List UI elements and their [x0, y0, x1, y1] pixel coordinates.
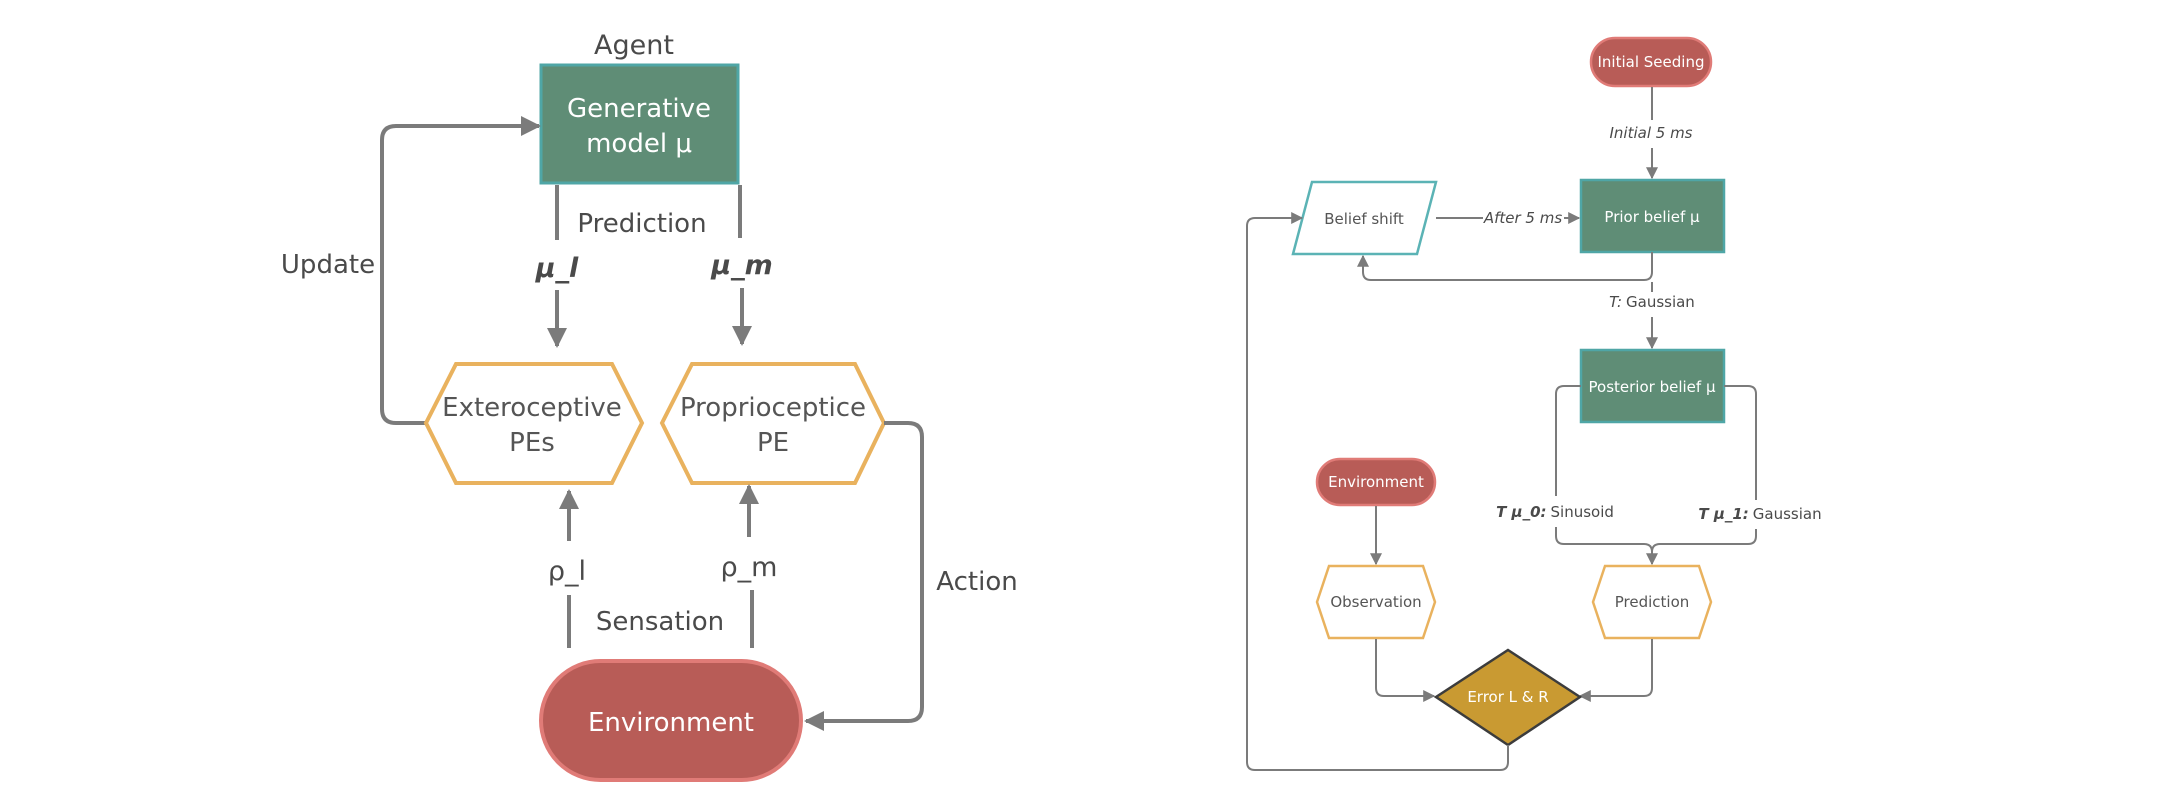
posterior-belief-label: Posterior belief μ [1589, 378, 1716, 396]
environment-node-left[interactable]: Environment [539, 659, 803, 782]
edge-error-to-belief-shift [1246, 212, 1509, 771]
belief-shift-node[interactable]: Belief shift [1291, 180, 1438, 256]
belief-shift-label: Belief shift [1324, 210, 1404, 228]
mu-l-label: μ_l [535, 253, 579, 284]
right-diagram: Initial Seeding Initial 5 ms Prior belie… [1246, 36, 1822, 771]
generative-model-line2: model μ [586, 129, 692, 159]
prediction-node-right[interactable]: Prediction [1591, 564, 1713, 640]
t-key: T: [1609, 293, 1622, 311]
generative-model-node[interactable]: Generative model μ [539, 63, 740, 185]
left-diagram: Agent Generative model μ Prediction μ_l … [281, 30, 1018, 782]
posterior-belief-node[interactable]: Posterior belief μ [1579, 348, 1726, 424]
edge-prior-to-shift [1357, 252, 1653, 281]
proprio-line1: Proprioceptice [680, 393, 866, 423]
proprioceptice-pe-node[interactable]: Proprioceptice PE [659, 362, 887, 485]
edge-update [380, 116, 541, 425]
t-mu1-label: T μ_1: Gaussian [1698, 505, 1821, 523]
proprio-line2: PE [757, 428, 789, 458]
prior-belief-node[interactable]: Prior belief μ [1579, 178, 1726, 254]
rho-m-label: ρ_m [721, 552, 778, 583]
t-value: Gaussian [1626, 293, 1695, 311]
edge-action [804, 421, 924, 731]
edge-tmu0-to-prediction [1555, 527, 1658, 566]
after-5ms-label: After 5 ms [1483, 209, 1563, 227]
t-mu0-value: Sinusoid [1551, 503, 1614, 521]
t-mu1-key: T μ_1: [1698, 505, 1748, 523]
environment-right-label: Environment [1328, 473, 1424, 491]
action-label: Action [936, 567, 1017, 597]
extero-line2: PEs [509, 428, 555, 458]
update-label: Update [281, 250, 375, 280]
edge-posterior-right [1724, 385, 1757, 500]
extero-line1: Exteroceptive [442, 393, 622, 423]
observation-node[interactable]: Observation [1315, 564, 1437, 640]
prior-belief-label: Prior belief μ [1604, 208, 1700, 226]
rho-l-label: ρ_l [548, 556, 586, 587]
t-mu1-value: Gaussian [1753, 505, 1822, 523]
agent-label: Agent [594, 30, 674, 61]
error-label: Error L & R [1467, 688, 1548, 706]
prediction-label: Prediction [577, 209, 706, 239]
edge-observation-to-error [1375, 639, 1436, 702]
error-node[interactable]: Error L & R [1433, 648, 1583, 747]
mu-m-label: μ_m [710, 250, 773, 281]
t-mu0-key: T μ_0: [1496, 503, 1546, 521]
environment-left-label: Environment [588, 708, 754, 738]
initial-5ms-label: Initial 5 ms [1609, 124, 1692, 142]
sensation-label: Sensation [596, 607, 724, 637]
observation-label: Observation [1330, 593, 1421, 611]
exteroceptive-pes-node[interactable]: Exteroceptive PEs [423, 362, 645, 485]
prediction-right-label: Prediction [1615, 593, 1690, 611]
initial-seeding-node[interactable]: Initial Seeding [1589, 36, 1713, 88]
initial-seeding-label: Initial Seeding [1598, 53, 1705, 71]
t-gaussian-label: T:Gaussian [1609, 293, 1695, 311]
edge-posterior-left [1555, 385, 1581, 496]
t-mu0-label: T μ_0: Sinusoid [1496, 503, 1614, 521]
generative-model-line1: Generative [567, 94, 711, 124]
edge-prediction-to-error [1578, 639, 1653, 702]
edge-tmu1-to-prediction [1651, 529, 1757, 553]
environment-node-right[interactable]: Environment [1315, 457, 1437, 507]
